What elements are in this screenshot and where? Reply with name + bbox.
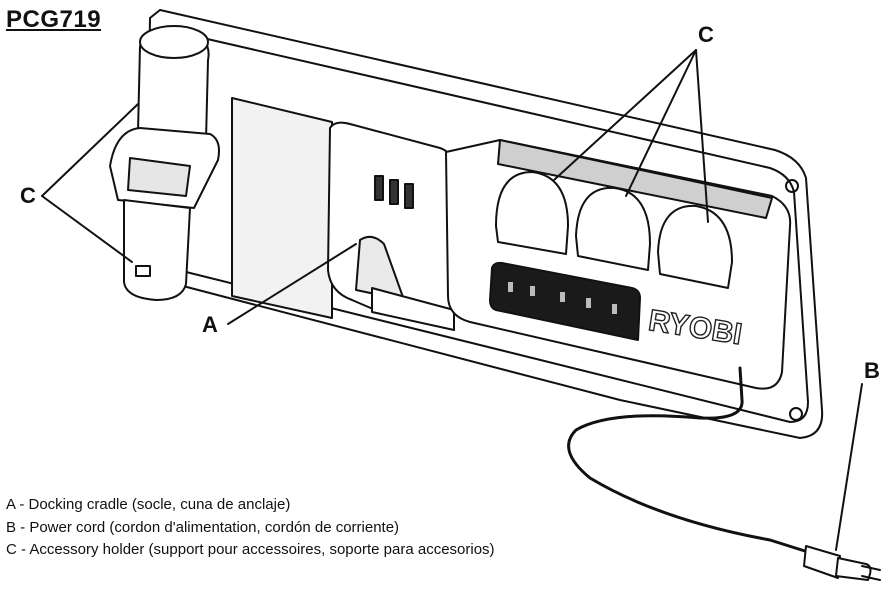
- leader-line-c-left: [41, 103, 139, 197]
- accessory-holder-3: [657, 204, 733, 289]
- power-cord: [567, 366, 810, 554]
- callout-a: A: [202, 312, 218, 337]
- leader-line-a: [227, 243, 357, 325]
- callout-c-right: C: [698, 22, 714, 47]
- screw-hole: [789, 407, 803, 421]
- accessory-holder-1: [495, 171, 569, 255]
- cradle-contacts: [374, 175, 414, 209]
- callout-c-left: C: [20, 183, 36, 208]
- leader-line-b: [835, 383, 863, 551]
- leader-line-c-right: [625, 49, 697, 197]
- leader-line-c-right: [695, 49, 709, 223]
- leader-line-c-right: [553, 49, 697, 181]
- tube-tab: [135, 265, 151, 277]
- plug-prong: [861, 575, 881, 581]
- wall-plate-inner: [167, 29, 809, 423]
- legend-item-c: C - Accessory holder (support pour acces…: [6, 541, 495, 558]
- legend-item-a: A - Docking cradle (socle, cuna de ancla…: [6, 496, 291, 513]
- screw-hole: [785, 179, 799, 193]
- model-number: PCG719: [6, 6, 102, 33]
- legend-item-b: B - Power cord (cordon d'alimentation, c…: [6, 518, 400, 536]
- status-leds: [508, 282, 617, 314]
- accessory-holder-2: [575, 186, 651, 271]
- cord-strain-relief: [803, 545, 841, 579]
- clip-slot: [127, 157, 191, 197]
- legend: A - Docking cradle (socle, cuna de ancla…: [6, 494, 495, 562]
- cradle-base: [371, 287, 455, 331]
- plug-prong: [861, 565, 881, 571]
- docking-recess: [231, 97, 333, 319]
- leader-line-c-left: [41, 195, 133, 263]
- accessory-tube-bottom: [123, 199, 191, 301]
- cradle-front: [355, 235, 405, 301]
- callout-b: B: [864, 358, 880, 383]
- tube-opening: [139, 25, 209, 59]
